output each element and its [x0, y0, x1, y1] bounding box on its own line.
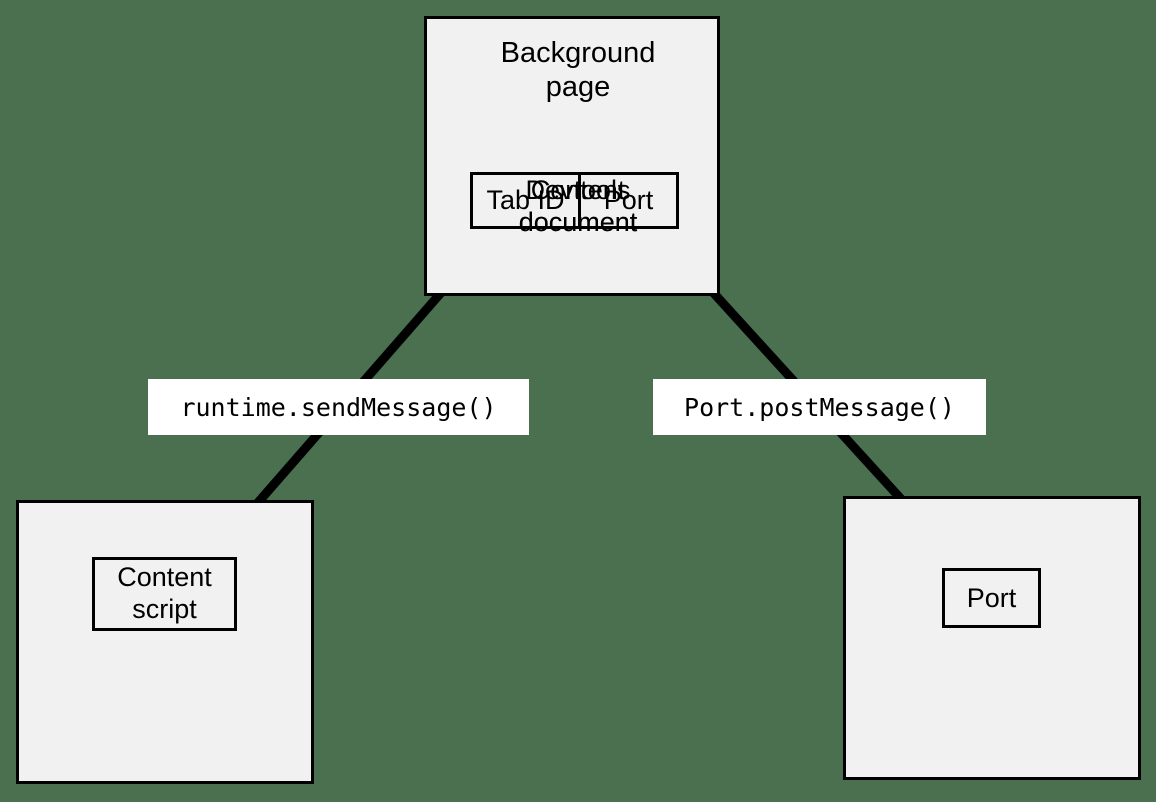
- background-page-box: [424, 16, 720, 296]
- devtools-document-title: Devtools document: [518, 175, 638, 237]
- content-script-box: Content script: [92, 557, 237, 631]
- table-cell-port: Port: [603, 185, 654, 215]
- edge-label-runtime-send-message: runtime.sendMessage(): [148, 379, 529, 435]
- background-page-title: Background page: [500, 37, 656, 104]
- table-cell-tab-id: Tab ID: [473, 175, 581, 226]
- content-document-box: [16, 500, 314, 784]
- devtools-document-box: [843, 496, 1141, 780]
- devtools-port-box: Port: [942, 568, 1041, 628]
- background-page-state-table: Tab ID Port: [470, 172, 679, 229]
- content-document-title: Content document: [518, 175, 638, 237]
- edge-label-port-post-message: Port.postMessage(): [653, 379, 986, 435]
